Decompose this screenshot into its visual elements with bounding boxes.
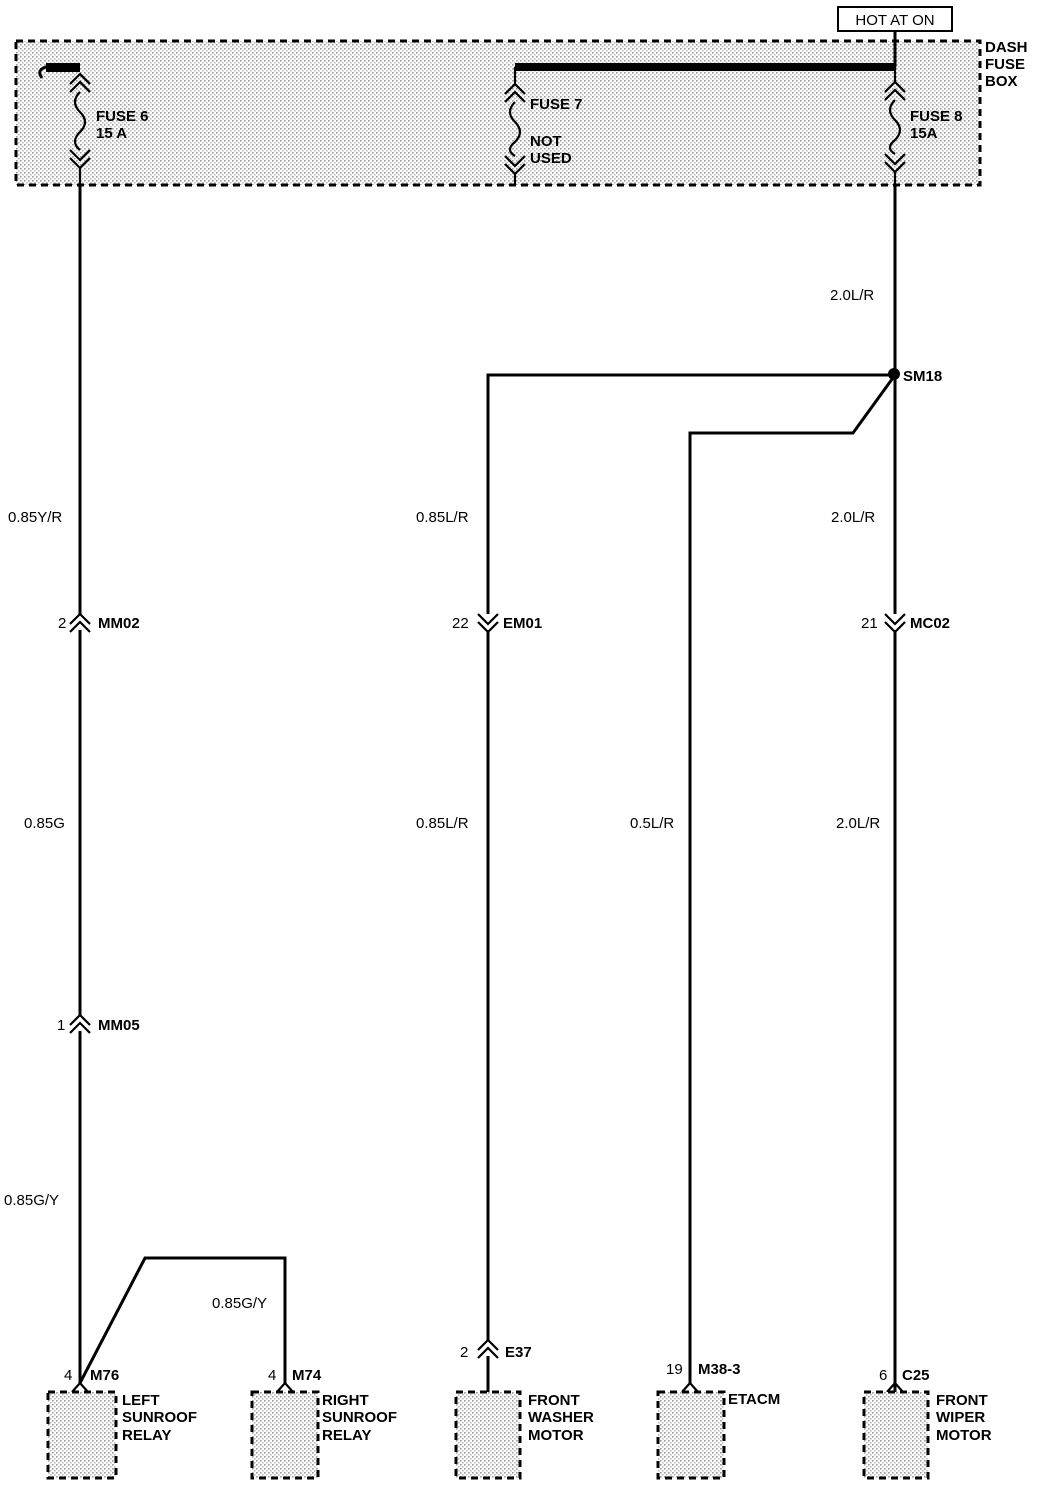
connector-name: M74 xyxy=(292,1367,322,1384)
fuse-box-label-1: DASH xyxy=(985,39,1028,56)
connector-mm02: 2 MM02 xyxy=(58,612,140,633)
fuse-box-label-3: BOX xyxy=(985,73,1018,90)
component-left-sunroof-relay: LEFT SUNROOF RELAY xyxy=(46,1390,197,1480)
connector-pin: 6 xyxy=(879,1367,887,1384)
wire-runs xyxy=(78,185,897,1392)
component-label: LEFT xyxy=(122,1392,160,1409)
fuse-8-rating: 15A xyxy=(910,125,938,142)
wire-label: 2.0L/R xyxy=(830,287,874,304)
wire-label: 0.85G/Y xyxy=(212,1295,267,1312)
wire-label: 0.85Y/R xyxy=(8,509,62,526)
component-right-sunroof-relay: RIGHT SUNROOF RELAY xyxy=(250,1390,397,1480)
connector-e37: 2 E37 xyxy=(460,1338,532,1361)
component-label: RELAY xyxy=(122,1427,171,1444)
connector-name: EM01 xyxy=(503,615,542,632)
component-label: WASHER xyxy=(528,1409,594,1426)
fuse-8-name: FUSE 8 xyxy=(910,108,963,125)
wire-label: 0.5L/R xyxy=(630,815,674,832)
component-label: FRONT xyxy=(528,1392,580,1409)
connector-pin: 19 xyxy=(666,1361,683,1378)
terminal-labels: 4 M76 4 M74 19 M38-3 6 C25 xyxy=(64,1361,930,1384)
connector-name: E37 xyxy=(505,1344,532,1361)
connector-em01: 22 EM01 xyxy=(452,613,542,634)
component-label: MOTOR xyxy=(936,1427,992,1444)
connector-pin: 1 xyxy=(57,1017,65,1034)
connector-name: C25 xyxy=(902,1367,930,1384)
fuse6-feed xyxy=(38,65,80,79)
wire-label: 2.0L/R xyxy=(831,509,875,526)
fuse-6-rating: 15 A xyxy=(96,125,127,142)
connector-pin: 2 xyxy=(460,1344,468,1361)
component-front-wiper-motor: FRONT WIPER MOTOR xyxy=(862,1390,992,1480)
fuse-box-label-2: FUSE xyxy=(985,56,1025,73)
component-label: RIGHT xyxy=(322,1392,369,1409)
fuse-7-status-1: NOT xyxy=(530,133,562,150)
connector-name: M38-3 xyxy=(698,1361,741,1378)
component-etacm: ETACM xyxy=(656,1390,780,1480)
wire-label: 0.85G/Y xyxy=(4,1192,59,1209)
component-label: ETACM xyxy=(728,1391,780,1408)
fuse6-feed-block xyxy=(46,63,80,72)
fuse-7: FUSE 7 NOT USED xyxy=(504,67,583,185)
component-label: SUNROOF xyxy=(322,1409,397,1426)
fuse-7-status-2: USED xyxy=(530,150,572,167)
wire-labels: 0.85Y/R 0.85G 0.85G/Y 0.85G/Y 2.0L/R 0.8… xyxy=(4,287,880,1312)
wire-label: 2.0L/R xyxy=(836,815,880,832)
wire-label: 0.85G xyxy=(24,815,65,832)
fuse-7-name: FUSE 7 xyxy=(530,96,583,113)
connector-mm05: 1 MM05 xyxy=(57,1013,140,1034)
wire-label: 0.85L/R xyxy=(416,509,469,526)
hot-at-on-text: HOT AT ON xyxy=(855,12,934,29)
hot-at-on-label: HOT AT ON xyxy=(837,6,953,32)
splice-sm18: SM18 xyxy=(888,368,942,385)
connector-pin: 4 xyxy=(268,1367,276,1384)
component-label: FRONT xyxy=(936,1392,988,1409)
component-label: SUNROOF xyxy=(122,1409,197,1426)
fuse-6-name: FUSE 6 xyxy=(96,108,149,125)
connector-name: MM02 xyxy=(98,615,140,632)
connector-name: M76 xyxy=(90,1367,119,1384)
connector-pin: 21 xyxy=(861,615,878,632)
wire-label: 0.85L/R xyxy=(416,815,469,832)
fuse-6: FUSE 6 15 A xyxy=(69,72,149,185)
component-front-washer-motor: FRONT WASHER MOTOR xyxy=(454,1390,594,1480)
component-label: WIPER xyxy=(936,1409,985,1426)
connector-pin: 2 xyxy=(58,615,66,632)
component-label: RELAY xyxy=(322,1427,371,1444)
connector-mc02: 21 MC02 xyxy=(861,613,950,634)
terminal-ticks xyxy=(71,1381,904,1393)
connector-pin: 4 xyxy=(64,1367,72,1384)
splice-label: SM18 xyxy=(903,368,942,385)
connector-name: MM05 xyxy=(98,1017,140,1034)
connector-name: MC02 xyxy=(910,615,950,632)
component-label: MOTOR xyxy=(528,1427,584,1444)
dash-fuse-box: DASH FUSE BOX xyxy=(14,39,1028,187)
fuse-8: FUSE 8 15A xyxy=(884,67,963,185)
connector-pin: 22 xyxy=(452,615,469,632)
